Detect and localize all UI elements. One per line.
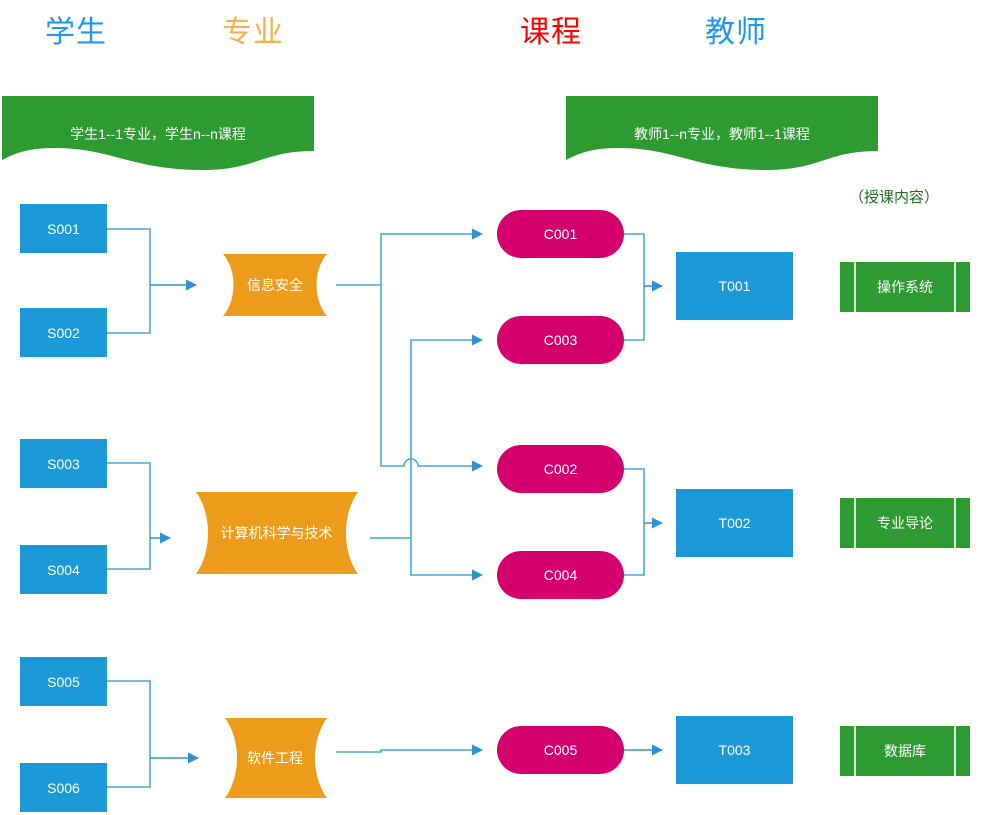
node-label: S003 <box>47 455 80 472</box>
teacher-node-t001[interactable]: T001 <box>676 252 793 320</box>
node-label: S005 <box>47 673 80 690</box>
node-label: C003 <box>543 332 578 348</box>
course-node-c001[interactable]: C001 <box>497 210 624 258</box>
node-label: S004 <box>47 561 80 578</box>
proc-divider-right <box>954 262 956 312</box>
edge-s003-cs <box>107 462 151 538</box>
node-label: T001 <box>718 278 751 294</box>
heading-courses: 课程 <box>520 16 582 49</box>
node-label: T002 <box>718 515 751 531</box>
course-node-c005[interactable]: C005 <box>497 726 624 774</box>
edge-infosec-c002 <box>380 285 484 472</box>
wave-shape <box>225 718 327 798</box>
edge-c004-merge <box>624 523 645 576</box>
student-node-s002[interactable]: S002 <box>20 308 107 357</box>
edge-se-c005 <box>336 744 484 756</box>
banner-student-rule-text: 学生1--1专业，学生n--n课程 <box>70 126 246 142</box>
banner-shape <box>566 96 878 170</box>
student-node-s005[interactable]: S005 <box>20 657 107 706</box>
student-node-s006[interactable]: S006 <box>20 763 107 812</box>
node-label: 专业导论 <box>877 515 933 531</box>
node-label: C002 <box>543 461 578 477</box>
student-node-s001[interactable]: S001 <box>20 204 107 253</box>
node-label: T003 <box>718 742 751 758</box>
node-label: 计算机科学与技术 <box>220 525 333 541</box>
major-node-cs[interactable]: 计算机科学与技术 <box>178 492 375 574</box>
node-label: 操作系统 <box>877 279 933 295</box>
course-node-c003[interactable]: C003 <box>497 316 624 364</box>
node-label: C004 <box>543 567 578 583</box>
course-node-c004[interactable]: C004 <box>497 551 624 599</box>
teaching-content-os[interactable]: 操作系统 <box>840 262 970 312</box>
edge-cs-c003 <box>410 334 484 538</box>
banner-shape <box>2 96 314 170</box>
banner-teacher-rule: 教师1--n专业，教师1--1课程 <box>566 96 878 170</box>
heading-majors: 专业 <box>222 16 284 49</box>
edge-c001-merge <box>624 233 645 286</box>
course-node-c002[interactable]: C002 <box>497 445 624 493</box>
proc-divider-left <box>854 726 856 776</box>
node-label: C005 <box>543 742 578 758</box>
major-node-infosec[interactable]: 信息安全 <box>209 254 341 316</box>
wave-shape <box>196 492 358 574</box>
banner-teacher-rule-text: 教师1--n专业，教师1--1课程 <box>634 126 810 142</box>
student-node-s003[interactable]: S003 <box>20 439 107 488</box>
student-node-s004[interactable]: S004 <box>20 545 107 594</box>
wave-shape <box>223 254 327 316</box>
edge-s005-se <box>107 680 151 758</box>
edge-c002-merge <box>624 468 645 523</box>
proc-divider-right <box>954 498 956 548</box>
node-label: S001 <box>47 220 80 237</box>
major-node-se[interactable]: 软件工程 <box>209 718 341 798</box>
edge-infosec-c001 <box>380 228 484 285</box>
teaching-content-db[interactable]: 数据库 <box>840 726 970 776</box>
node-label: S006 <box>47 779 80 796</box>
proc-divider-right <box>954 726 956 776</box>
edge-c003-merge <box>624 286 645 341</box>
node-label: C001 <box>543 226 578 242</box>
edge-s004-cs <box>107 538 151 570</box>
proc-divider-left <box>854 498 856 548</box>
node-label: 信息安全 <box>247 277 303 293</box>
teacher-node-t003[interactable]: T003 <box>676 716 793 784</box>
edge-s001-infosec <box>107 228 151 285</box>
teacher-node-t002[interactable]: T002 <box>676 489 793 557</box>
node-label: S002 <box>47 324 80 341</box>
edge-s002-infosec <box>107 285 151 334</box>
edge-cs-c004 <box>410 538 484 581</box>
teaching-content-note: （授课内容） <box>849 189 940 206</box>
proc-divider-left <box>854 262 856 312</box>
node-label: 数据库 <box>884 743 926 759</box>
node-label: 软件工程 <box>247 750 303 766</box>
teaching-content-intro[interactable]: 专业导论 <box>840 498 970 548</box>
heading-students: 学生 <box>45 16 107 49</box>
heading-teachers: 教师 <box>705 16 767 49</box>
edge-s006-se <box>107 758 151 788</box>
banner-student-rule: 学生1--1专业，学生n--n课程 <box>2 96 314 170</box>
